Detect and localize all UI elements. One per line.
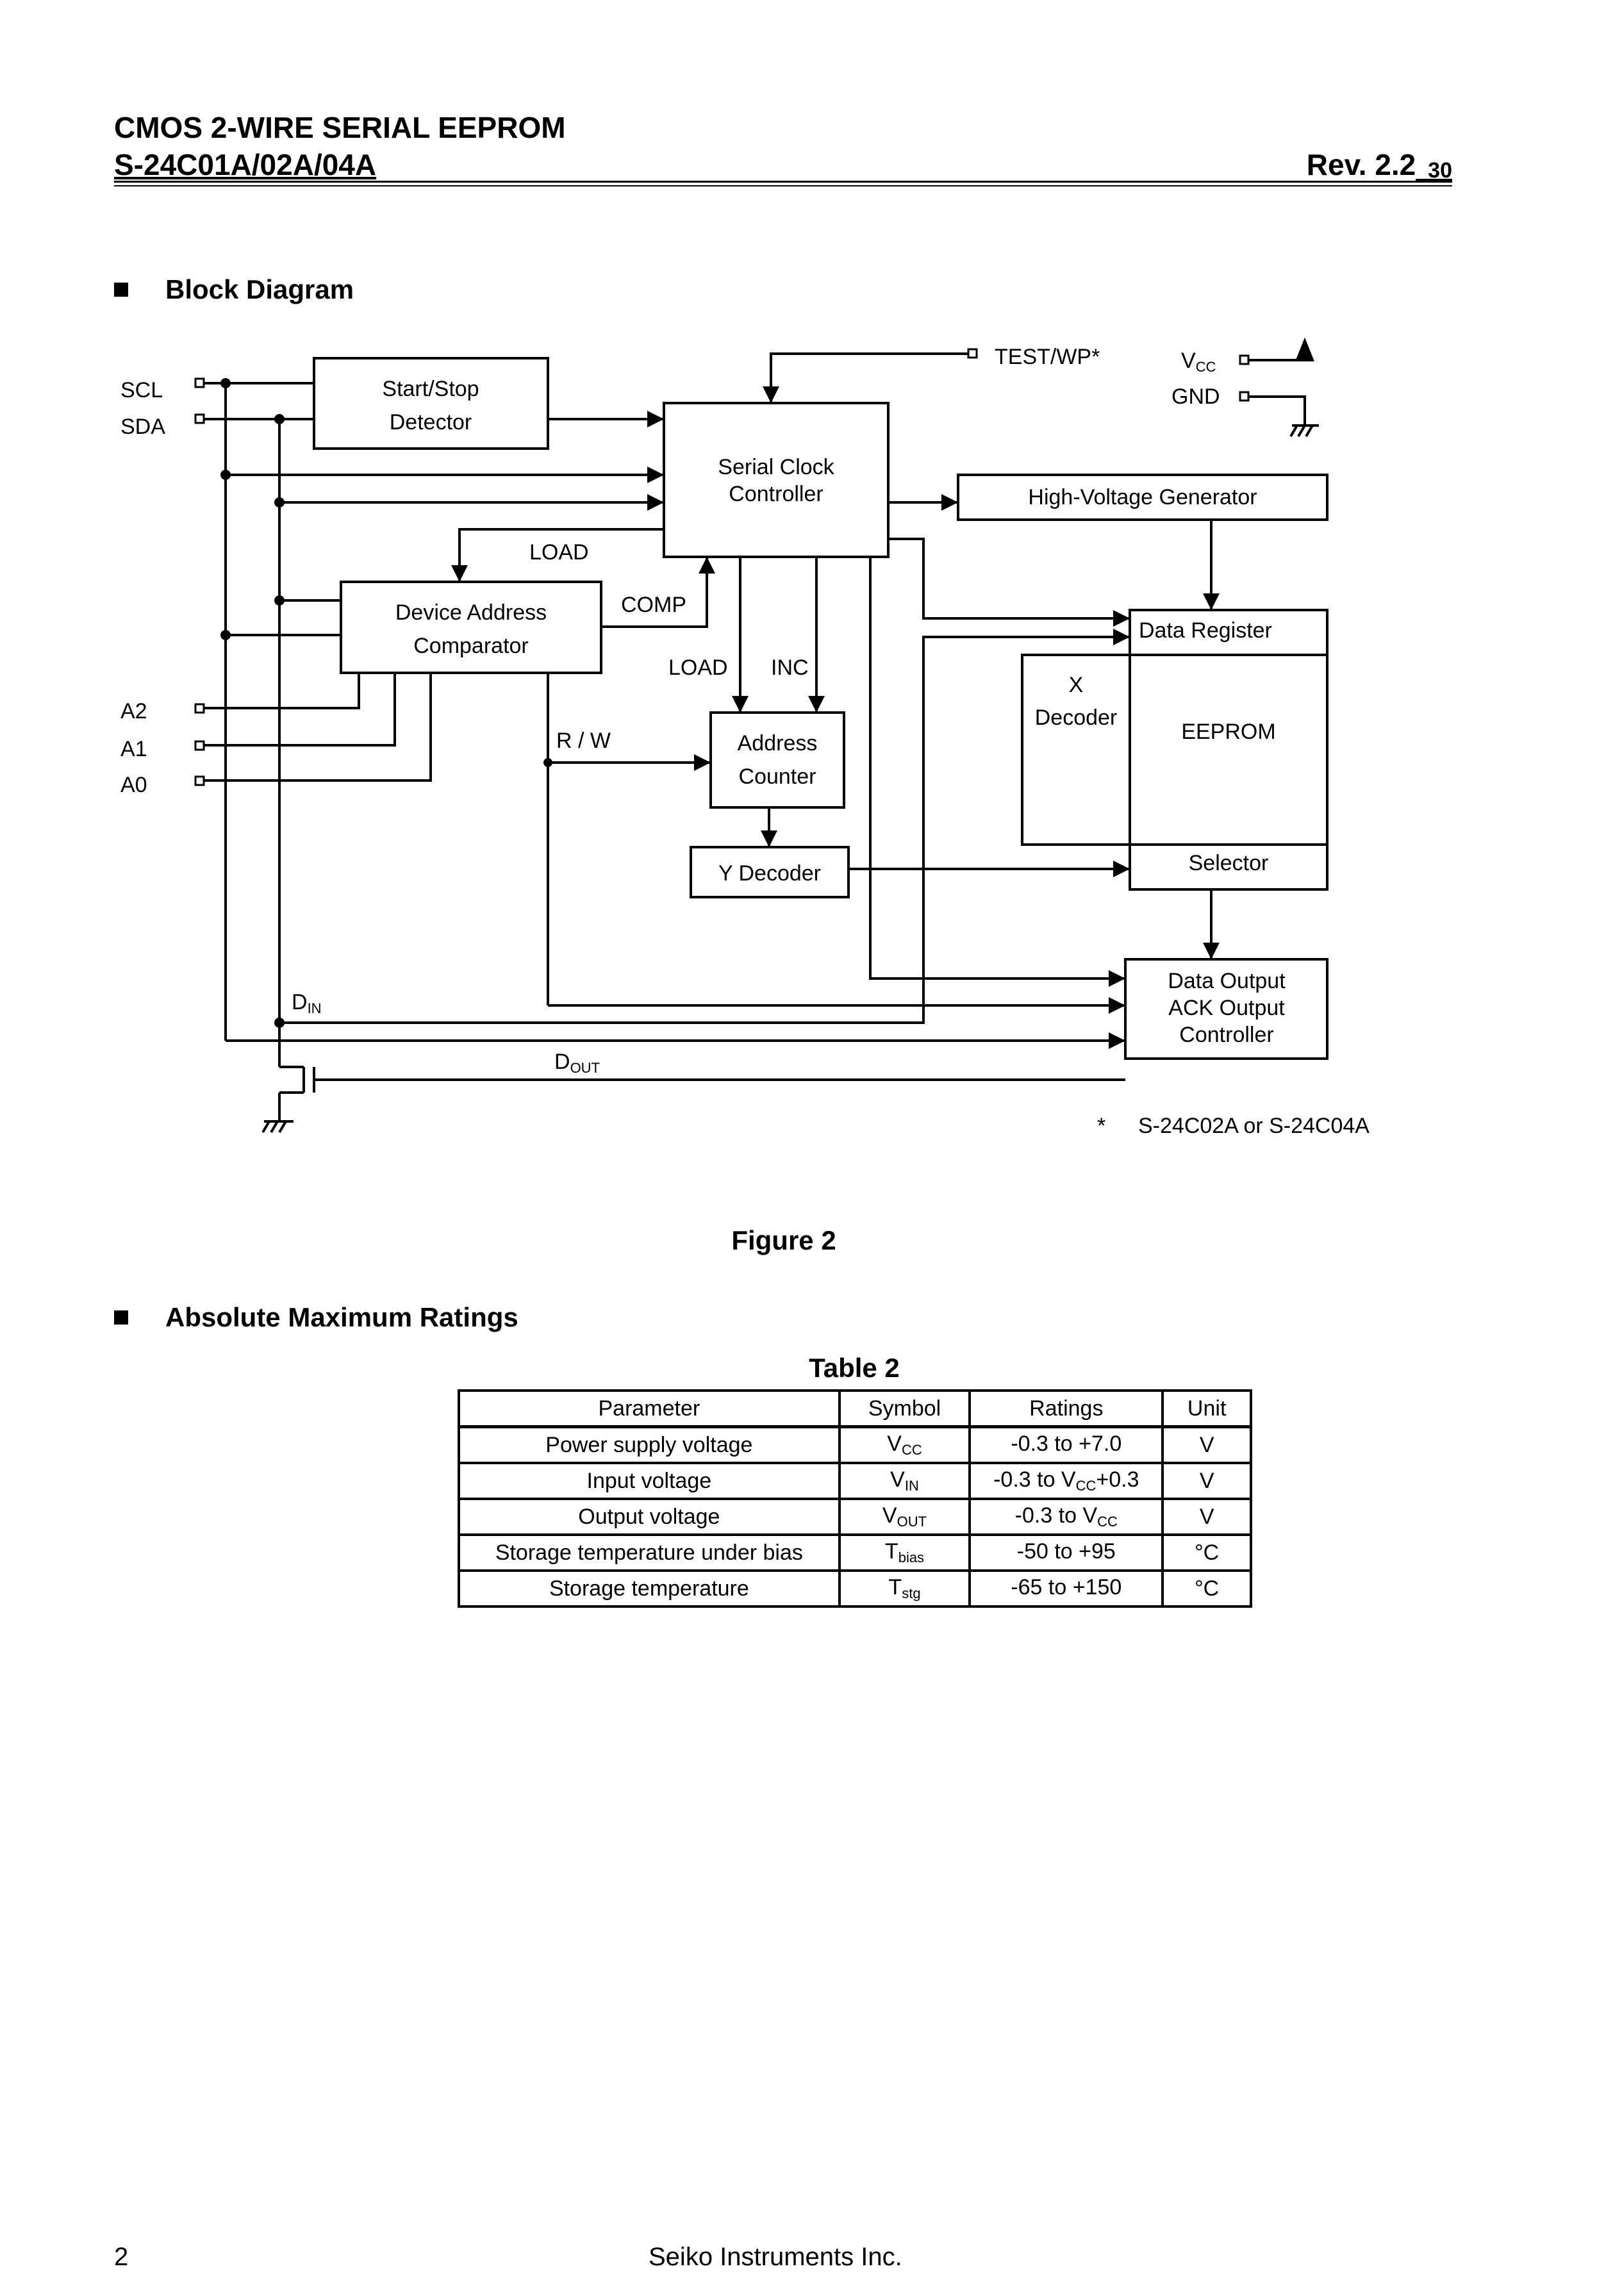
data-output-label-1: Data Output: [1168, 969, 1286, 993]
scc-label-2: Controller: [729, 482, 823, 506]
a2-pin-label: A2: [120, 699, 147, 723]
device-address-comparator-block: [340, 581, 602, 674]
start-stop-label-2: Detector: [390, 410, 472, 434]
start-stop-detector-block: [313, 357, 549, 450]
parameter-cell: Power supply voltage: [458, 1425, 841, 1464]
block-diagram-title: Block Diagram: [165, 274, 354, 304]
rating-cell: -65 to +150: [968, 1569, 1164, 1608]
doc-title: CMOS 2-WIRE SERIAL EEPROM: [114, 111, 566, 144]
selector-block: [1129, 843, 1328, 891]
inc-signal-label: INC: [771, 656, 809, 680]
comp-signal-label: COMP: [621, 593, 686, 617]
sda-pin-label: SDA: [120, 415, 165, 439]
hv-gen-label: High-Voltage Generator: [1028, 485, 1257, 509]
hv-generator-block: [957, 474, 1328, 521]
data-register-label: Data Register: [1139, 618, 1272, 643]
table-caption: Table 2: [809, 1353, 900, 1383]
bullet-square-icon: [114, 1310, 128, 1325]
load-signal-label: LOAD: [529, 540, 589, 565]
a1-pin-label: A1: [120, 737, 147, 761]
block-diagram: SCL SDA A2 A1 A0 TEST/WP* VCC GND Start/…: [120, 337, 1370, 1138]
scl-pin-label: SCL: [120, 378, 163, 402]
parameter-cell: Storage temperature: [458, 1569, 841, 1608]
test-wp-pin-label: TEST/WP*: [995, 345, 1100, 369]
header-ratings: Ratings: [968, 1389, 1164, 1428]
a0-pin-label: A0: [120, 773, 147, 797]
header-symbol: Symbol: [838, 1389, 972, 1428]
gnd-pin-label: GND: [1171, 384, 1220, 409]
serial-clock-controller-block: [663, 402, 890, 558]
note-text: S-24C02A or S-24C04A: [1138, 1114, 1370, 1138]
figure-caption: Figure 2: [731, 1225, 836, 1255]
x-decoder-label-2: Decoder: [1035, 706, 1118, 730]
ratings-title: Absolute Maximum Ratings: [165, 1302, 518, 1332]
symbol-cell: VOUT: [838, 1498, 972, 1536]
table-row: Storage temperature under bias Tbias -50…: [458, 1533, 1252, 1572]
data-output-label-3: Controller: [1179, 1023, 1273, 1047]
header-parameter: Parameter: [458, 1389, 841, 1428]
start-stop-label-1: Start/Stop: [382, 377, 479, 401]
address-counter-label-1: Address: [738, 731, 818, 756]
note-asterisk: *: [1097, 1114, 1105, 1138]
page-number: 2: [114, 2243, 129, 2271]
bullet-square-icon: [114, 283, 128, 297]
din-signal-label: DIN: [292, 990, 322, 1016]
parameter-cell: Input voltage: [458, 1462, 841, 1500]
rating-cell: -0.3 to VCC+0.3: [968, 1462, 1164, 1500]
data-output-label-2: ACK Output: [1168, 996, 1285, 1020]
symbol-cell: Tbias: [838, 1533, 972, 1572]
table-header-row: Parameter Symbol Ratings Unit: [458, 1389, 1252, 1428]
table-row: Input voltage VIN -0.3 to VCC+0.3 V: [458, 1462, 1252, 1500]
table-row: Output voltage VOUT -0.3 to VCC V: [458, 1498, 1252, 1536]
header-unit: Unit: [1161, 1389, 1252, 1428]
table-row: Storage temperature Tstg -65 to +150 °C: [458, 1569, 1252, 1608]
address-counter-label-2: Counter: [739, 764, 816, 789]
selector-label: Selector: [1189, 851, 1269, 875]
unit-cell: V: [1161, 1498, 1252, 1536]
header-rule-thin: [114, 185, 1452, 186]
address-counter-block: [709, 711, 845, 809]
ratings-table: Parameter Symbol Ratings Unit Power supp…: [458, 1389, 1252, 1608]
dev-addr-label-1: Device Address: [395, 600, 547, 625]
footer-company: Seiko Instruments Inc.: [649, 2243, 902, 2271]
parameter-cell: Storage temperature under bias: [458, 1533, 841, 1572]
y-decoder-label: Y Decoder: [718, 861, 821, 886]
revision-number: Rev. 2.2: [1306, 148, 1416, 181]
rating-cell: -0.3 to VCC: [968, 1498, 1164, 1536]
x-decoder-label-1: X: [1069, 673, 1084, 697]
revision-suffix: _30: [1416, 158, 1452, 183]
dout-signal-label: DOUT: [554, 1050, 600, 1076]
unit-cell: °C: [1161, 1569, 1252, 1608]
parameter-cell: Output voltage: [458, 1498, 841, 1536]
rating-cell: -0.3 to +7.0: [968, 1425, 1164, 1464]
symbol-cell: VIN: [838, 1462, 972, 1500]
scc-label-1: Serial Clock: [718, 455, 834, 479]
ratings-heading: Absolute Maximum Ratings: [114, 1302, 518, 1333]
block-diagram-heading: Block Diagram: [114, 274, 354, 305]
revision: Rev. 2.2_30: [1307, 147, 1452, 183]
dev-addr-label-2: Comparator: [413, 634, 529, 658]
vcc-pin-label: VCC: [1181, 349, 1216, 375]
symbol-cell: Tstg: [838, 1569, 972, 1608]
unit-cell: V: [1161, 1425, 1252, 1464]
load-signal-label-2: LOAD: [668, 656, 728, 680]
eeprom-block: [1129, 654, 1328, 846]
header-rule: [114, 181, 1452, 183]
table-row: Power supply voltage VCC -0.3 to +7.0 V: [458, 1425, 1252, 1464]
rating-cell: -50 to +95: [968, 1533, 1164, 1572]
part-number: S-24C01A/02A/04A: [114, 148, 377, 181]
rw-signal-label: R / W: [556, 729, 611, 753]
unit-cell: °C: [1161, 1533, 1252, 1572]
unit-cell: V: [1161, 1462, 1252, 1500]
eeprom-label: EEPROM: [1181, 720, 1275, 744]
data-output-controller-block: [1124, 958, 1328, 1060]
symbol-cell: VCC: [838, 1425, 972, 1464]
